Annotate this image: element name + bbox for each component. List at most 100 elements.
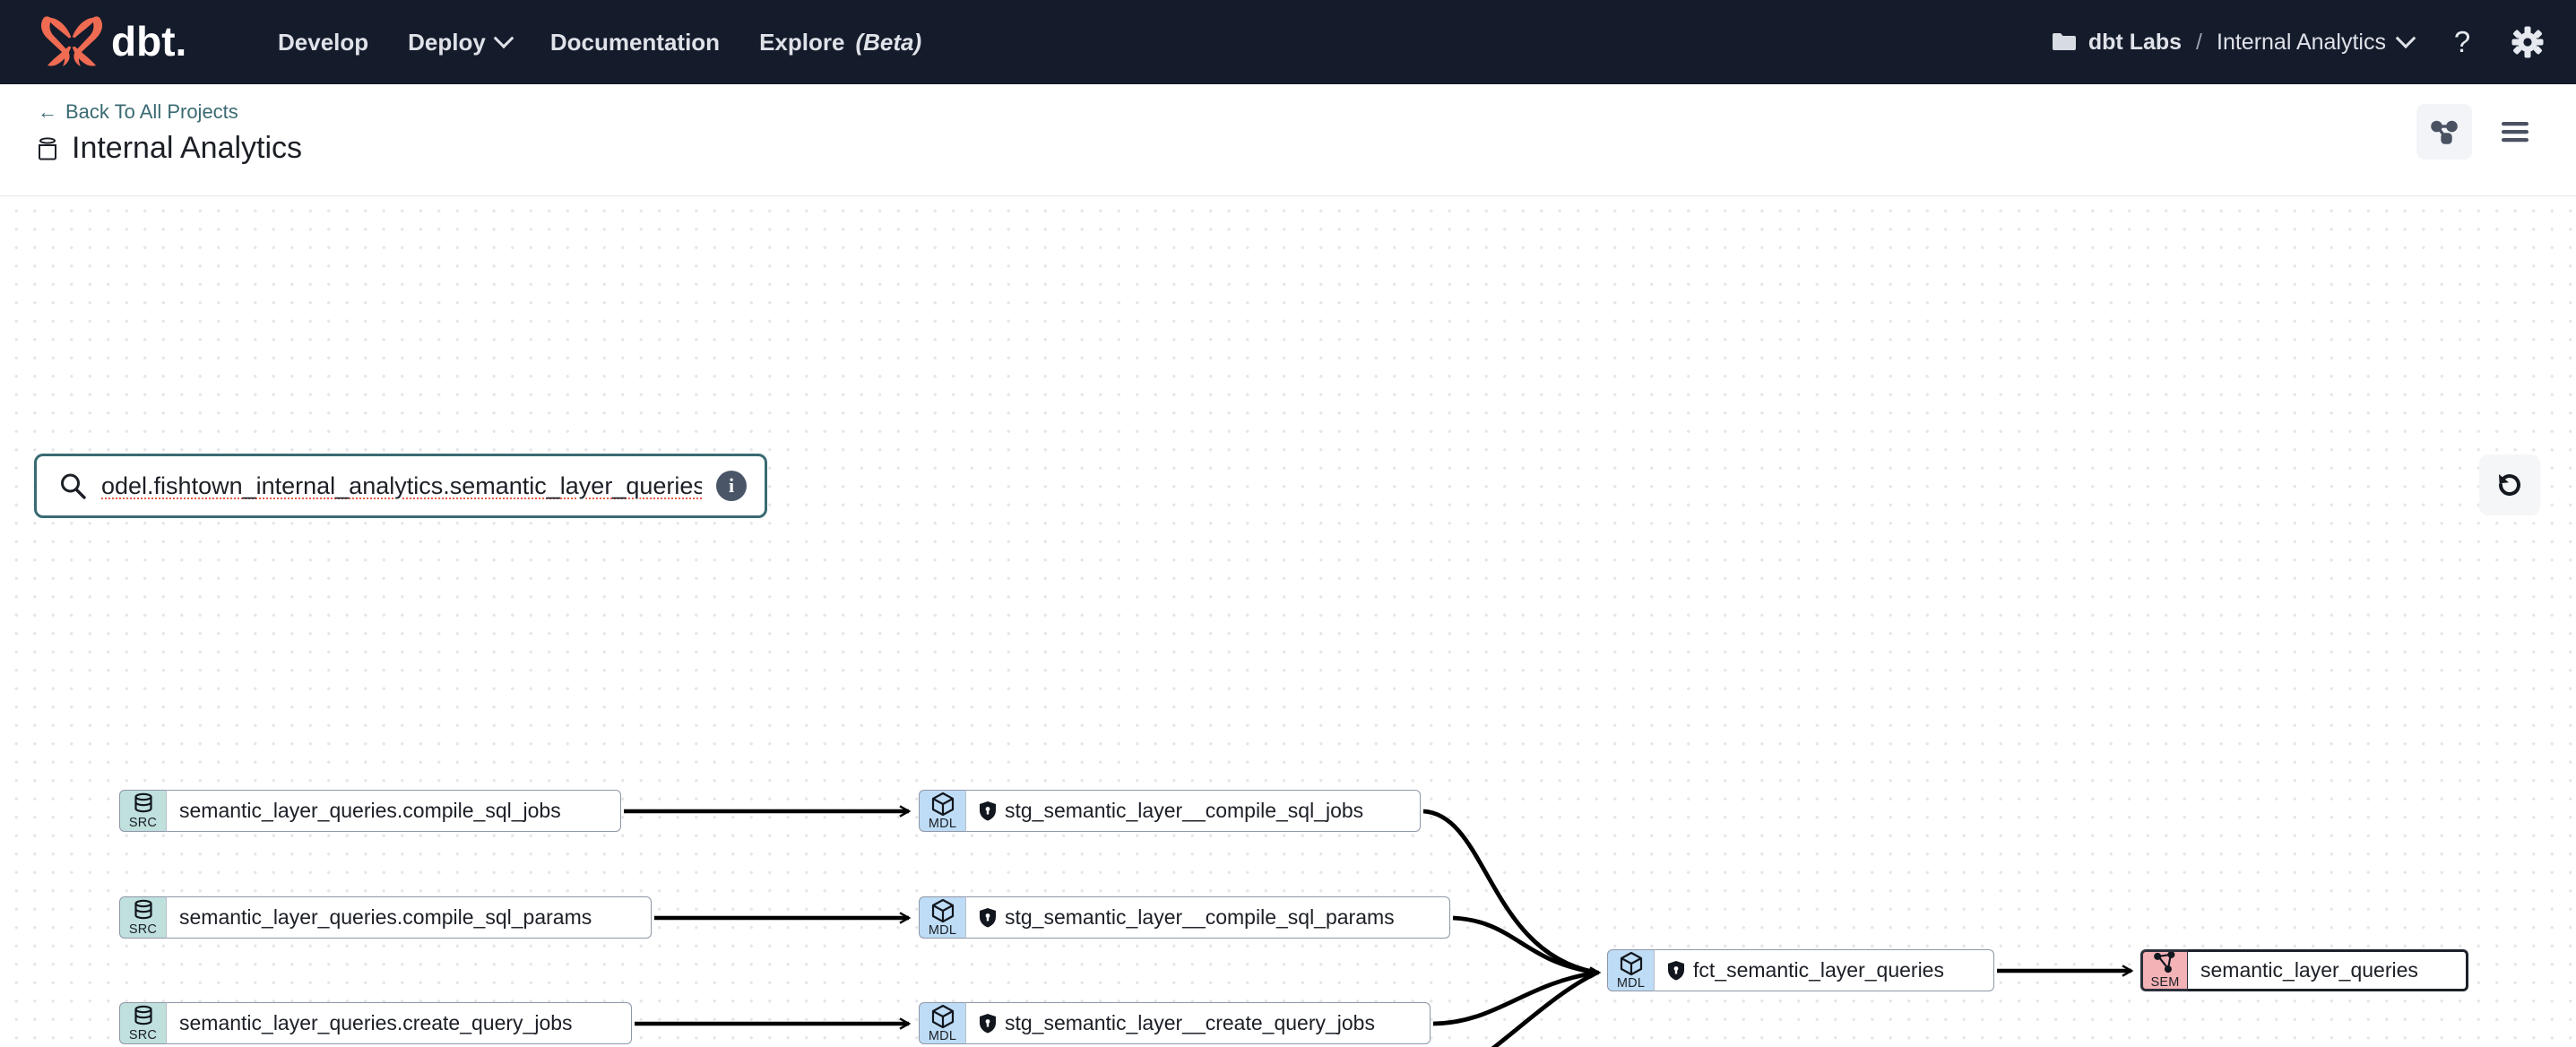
node-type-badge-mdl: MDL: [919, 896, 965, 939]
nav-right-group: dbt Labs / Internal Analytics ?: [2052, 26, 2544, 58]
lineage-search-box[interactable]: odel.fishtown_internal_analytics.semanti…: [34, 454, 767, 518]
chevron-down-icon: [2395, 28, 2416, 49]
node-label: semantic_layer_queries.compile_sql_jobs: [179, 799, 561, 822]
menu-button[interactable]: [2492, 104, 2538, 160]
node-type-label: MDL: [1616, 975, 1646, 991]
shield-icon: [979, 1013, 997, 1034]
account-name: dbt Labs: [2088, 29, 2183, 55]
nav-link-explore[interactable]: Explore (Beta): [739, 22, 941, 64]
node-label: stg_semantic_layer__compile_sql_params: [1005, 905, 1395, 929]
folder-icon: [2052, 33, 2076, 50]
semantic-nodes-icon: [2153, 952, 2174, 973]
edge-mdl2-fct: [1452, 915, 1598, 975]
lineage-view-button[interactable]: [2416, 104, 2472, 160]
info-icon[interactable]: i: [716, 471, 747, 501]
node-body[interactable]: stg_semantic_layer__compile_sql_params: [965, 896, 1450, 939]
chevron-down-icon: [493, 28, 514, 49]
subheader-actions: [2416, 100, 2538, 160]
cube-icon: [931, 898, 954, 922]
project-selector[interactable]: Internal Analytics: [2217, 28, 2416, 56]
node-body[interactable]: stg_semantic_layer__create_query_jobs: [965, 1002, 1431, 1044]
question-mark-icon: ?: [2454, 26, 2470, 58]
lineage-node-sem[interactable]: SEM semantic_layer_queries: [2140, 949, 2468, 991]
node-type-label: MDL: [928, 816, 957, 831]
search-input[interactable]: odel.fishtown_internal_analytics.semanti…: [101, 472, 702, 499]
shield-icon: [979, 907, 997, 928]
node-type-label: SRC: [128, 1027, 158, 1043]
help-button[interactable]: ?: [2447, 26, 2477, 58]
hamburger-menu-icon: [2502, 122, 2528, 143]
lineage-node-src2[interactable]: SRC semantic_layer_queries.compile_sql_pa…: [119, 896, 652, 939]
back-to-all-projects-label: Back To All Projects: [65, 100, 238, 123]
node-body[interactable]: semantic_layer_queries.compile_sql_param…: [166, 896, 652, 939]
dbt-wordmark: dbt.: [111, 20, 186, 65]
shield-lock-icon: [980, 1014, 996, 1034]
svg-text:dbt.: dbt.: [111, 20, 186, 65]
node-type-badge-mdl: MDL: [919, 790, 965, 832]
node-label: stg_semantic_layer__compile_sql_jobs: [1005, 799, 1364, 822]
node-body[interactable]: semantic_layer_queries.compile_sql_jobs: [166, 790, 621, 832]
lineage-node-fct[interactable]: MDL fct_semantic_layer_queries: [1607, 949, 1994, 991]
node-body[interactable]: semantic_layer_queries: [2187, 949, 2468, 991]
node-type-label: SRC: [128, 815, 158, 830]
node-type-badge-mdl: MDL: [919, 1002, 965, 1044]
node-label: semantic_layer_queries.compile_sql_param…: [179, 905, 592, 929]
nav-link-develop-label: Develop: [278, 28, 369, 56]
node-type-label: MDL: [928, 1028, 957, 1043]
cube-icon: [931, 792, 954, 816]
reset-view-button[interactable]: [2479, 454, 2540, 515]
nav-links: Develop Deploy Documentation Explore (Be…: [258, 22, 941, 64]
lineage-node-mdl2[interactable]: MDL stg_semantic_layer__compile_sql_param…: [919, 896, 1450, 939]
back-to-all-projects-link[interactable]: ← Back To All Projects: [36, 100, 302, 124]
database-cylinder-icon: [134, 899, 152, 920]
node-type-label: MDL: [928, 922, 957, 938]
nav-link-deploy[interactable]: Deploy: [388, 22, 531, 64]
share-nodes-icon: [2431, 120, 2458, 144]
shield-icon: [979, 800, 997, 821]
node-type-badge-src: SRC: [119, 790, 166, 832]
lineage-node-src3[interactable]: SRC semantic_layer_queries.create_query_j…: [119, 1002, 632, 1044]
shield-lock-icon: [1668, 961, 1684, 981]
lineage-node-src1[interactable]: SRC semantic_layer_queries.compile_sql_jo…: [119, 790, 621, 832]
svg-text:?: ?: [2454, 26, 2470, 58]
edge-group-src-to-mdl: [624, 811, 909, 1047]
cube-icon: [931, 1004, 954, 1028]
page-title-row: Internal Analytics: [36, 131, 302, 166]
shield-icon: [1667, 960, 1685, 981]
node-body[interactable]: semantic_layer_queries.create_query_jobs: [166, 1002, 632, 1044]
node-type-label: SRC: [128, 922, 158, 937]
account-breadcrumb[interactable]: dbt Labs: [2052, 30, 2182, 56]
subheader-left: ← Back To All Projects Internal Analytic…: [36, 100, 302, 166]
settings-button[interactable]: [2511, 26, 2544, 58]
search-icon: [61, 473, 86, 499]
database-cylinder-icon: [134, 1005, 152, 1025]
node-body[interactable]: stg_semantic_layer__compile_sql_jobs: [965, 790, 1421, 832]
shield-lock-icon: [980, 801, 996, 821]
nav-link-documentation[interactable]: Documentation: [531, 22, 739, 64]
database-cylinder-icon: [134, 792, 152, 813]
arrow-left-icon: ←: [38, 100, 57, 123]
node-body[interactable]: fct_semantic_layer_queries: [1654, 949, 1994, 991]
lineage-canvas[interactable]: odel.fishtown_internal_analytics.semanti…: [0, 196, 2576, 1047]
dbt-x-icon: [40, 16, 103, 66]
lineage-node-mdl1[interactable]: MDL stg_semantic_layer__compile_sql_jobs: [919, 790, 1421, 832]
top-navigation-bar: dbt. Develop Deploy Documentation Explor…: [0, 0, 2576, 84]
node-type-badge-mdl: MDL: [1607, 949, 1654, 991]
lineage-edges: [624, 196, 2576, 1047]
node-label: stg_semantic_layer__create_query_jobs: [1005, 1011, 1375, 1034]
page-title: Internal Analytics: [72, 131, 303, 165]
node-label: semantic_layer_queries.create_query_jobs: [179, 1011, 573, 1034]
edge-mdl3-fct: [1432, 970, 1598, 1026]
node-type-badge-src: SRC: [119, 1002, 166, 1044]
project-subheader: ← Back To All Projects Internal Analytic…: [0, 84, 2576, 196]
lineage-node-mdl3[interactable]: MDL stg_semantic_layer__create_query_jobs: [919, 1002, 1431, 1044]
node-label: semantic_layer_queries: [2200, 958, 2418, 982]
cube-icon: [1620, 951, 1642, 975]
gear-icon: [2511, 26, 2544, 58]
edge-mdl4-fct: [1491, 970, 1599, 1047]
reset-rotate-icon: [2498, 474, 2520, 497]
dbt-logo[interactable]: dbt.: [36, 14, 219, 70]
node-type-label: SEM: [2150, 974, 2180, 990]
nav-link-documentation-label: Documentation: [549, 28, 721, 56]
nav-link-develop[interactable]: Develop: [258, 22, 388, 64]
